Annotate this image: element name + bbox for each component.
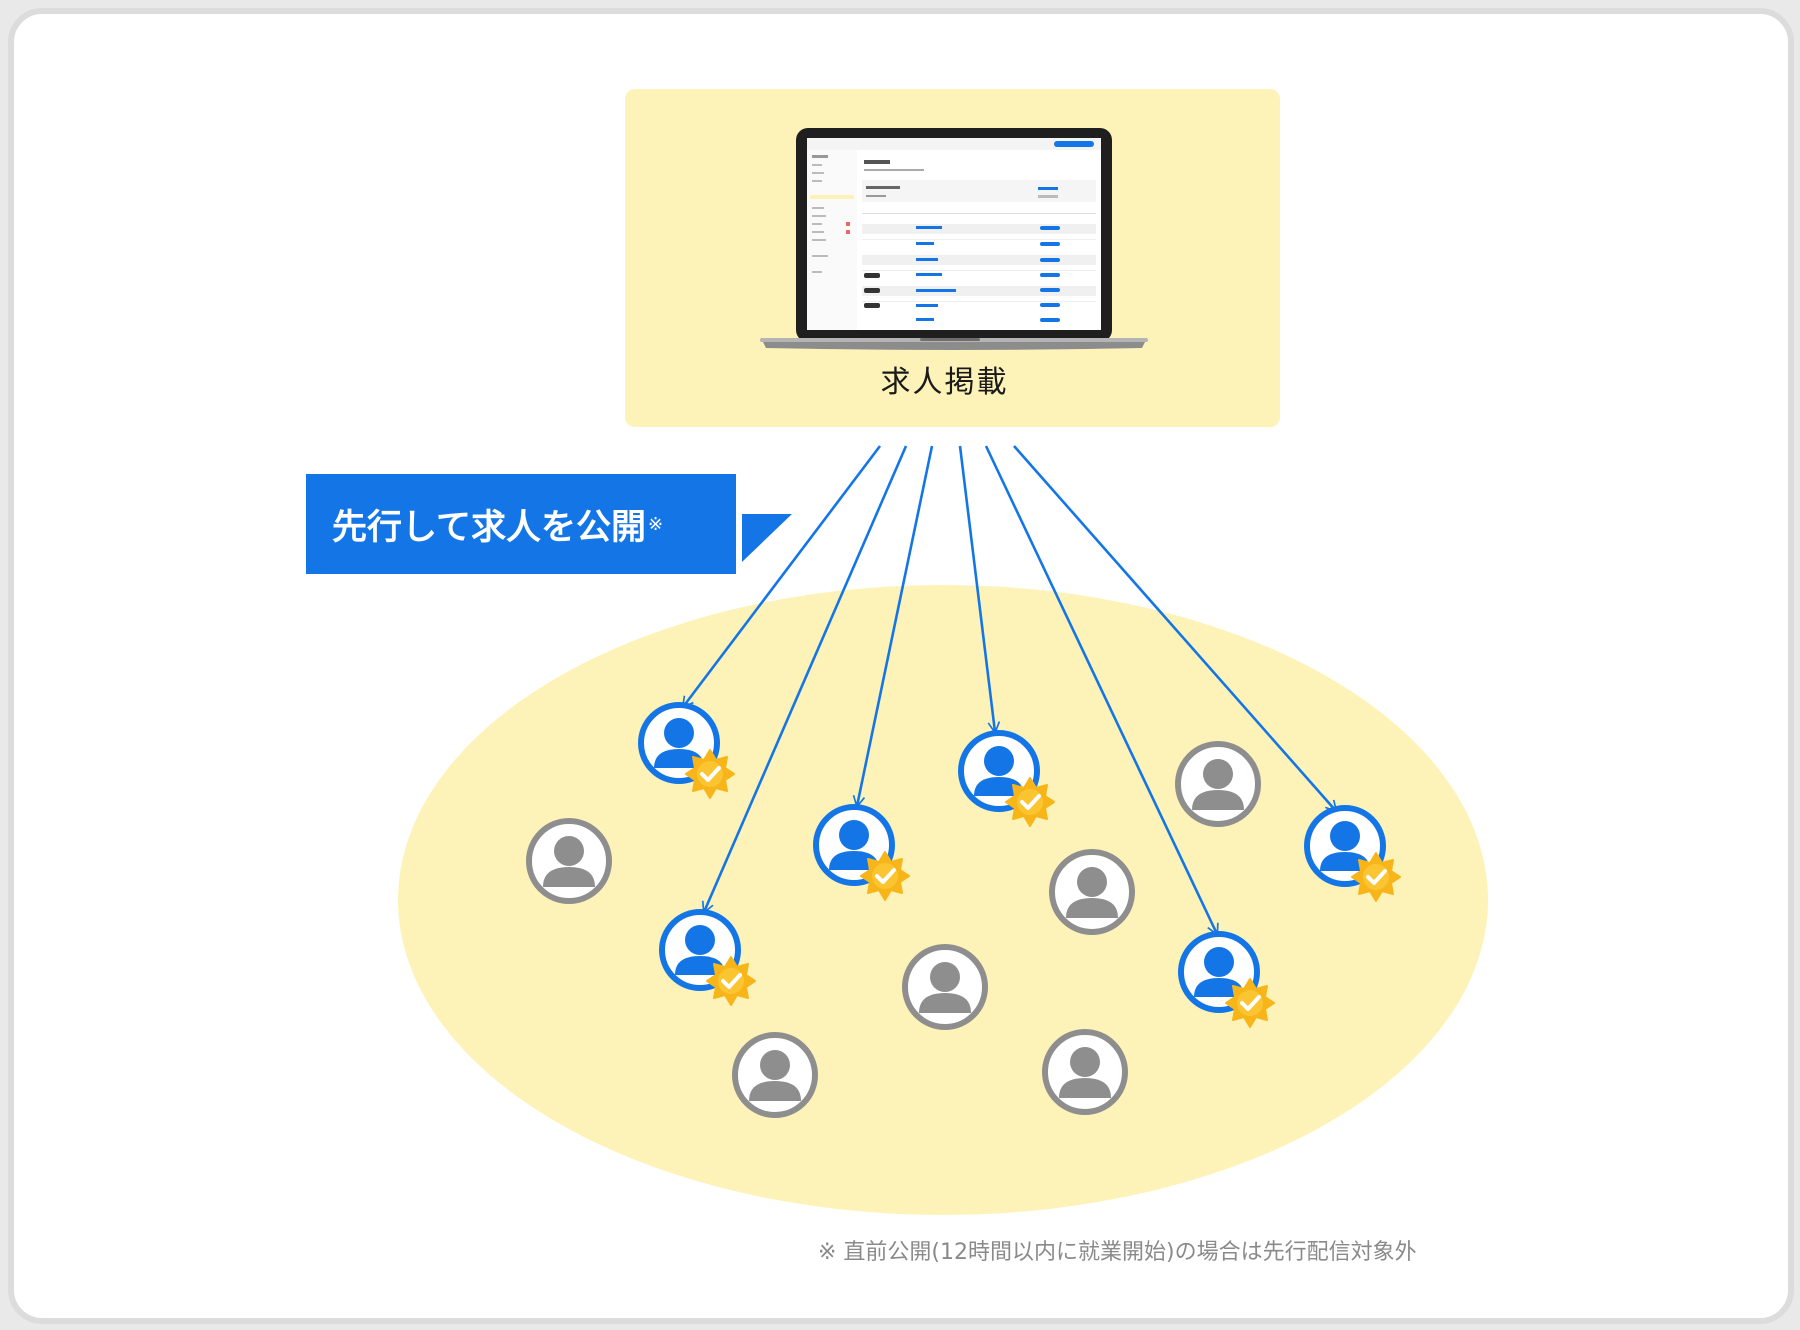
arrow-6 <box>1013 445 1338 813</box>
callout: 先行して求人を公開※ <box>306 474 736 574</box>
distribution-arrows <box>681 445 1338 937</box>
callout-note-mark: ※ <box>647 513 664 535</box>
user-icon <box>735 1035 815 1115</box>
laptop-icon <box>760 128 1148 350</box>
callout-pointer <box>742 514 792 562</box>
footnote: ※ 直前公開(12時間以内に就業開始)の場合は先行配信対象外 <box>818 1240 1417 1265</box>
laptop-screen-content <box>807 138 1101 330</box>
arrow-4 <box>958 445 1001 735</box>
callout-text: 先行して求人を公開 <box>332 507 646 548</box>
arrow-3 <box>852 445 934 809</box>
user-icon <box>905 947 985 1027</box>
arrow-5 <box>984 445 1219 937</box>
arrow-1 <box>681 445 882 709</box>
user-icon <box>529 821 609 901</box>
user-icon <box>1052 852 1132 932</box>
user-icon <box>1045 1032 1125 1112</box>
callout-box <box>306 474 736 574</box>
arrow-2 <box>701 445 908 915</box>
diagram-canvas <box>398 89 1488 1215</box>
user-icon <box>1178 744 1258 824</box>
panel-label: 求人掲載 <box>880 365 1009 400</box>
diagram-frame: 先行して求人を公開※ 求人掲載 ※ 直前公開(12時間以内に就業開始)の場合は先… <box>8 8 1794 1324</box>
